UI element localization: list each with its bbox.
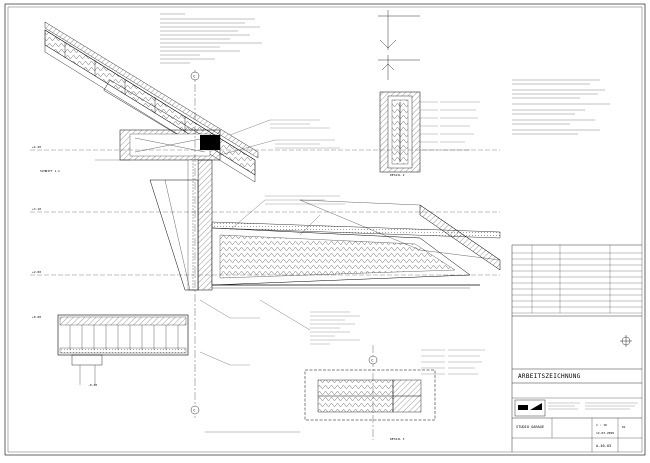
level-label-5: -0.20 [88,383,97,387]
level-label-1: +4.20 [32,145,41,149]
level-label-4: +0.00 [32,315,41,319]
level-label-3: +2.00 [32,270,41,274]
leader-lines [95,119,321,366]
axis-label-top: C [193,75,195,79]
level-label-2: +3.10 [32,207,41,211]
annotation-lines [230,119,360,366]
architect-logo [514,399,546,417]
drawing-number: A-40-03 [596,444,611,448]
date-value: 12.03.2009 [596,431,614,435]
vertical-wall [187,159,213,291]
drawing-title: ARBEITSZEICHNUNG [518,373,581,380]
wall-detail [379,91,480,173]
section-label-detail2: DETAIL 2 [390,173,405,177]
scale-value: 1 : 10 [596,423,607,427]
section-label-main: SCHNITT 1-1 [40,169,60,173]
roof-section [44,21,259,183]
revision-value: 01 [622,425,626,429]
axis-label-bottom: C [193,409,195,413]
level-lines [30,149,500,276]
notes-top-left [160,13,262,64]
foundation-detail [304,349,485,421]
axis-label-right: C [371,359,373,363]
notes-block [512,79,610,135]
sheet-border [4,3,646,456]
detail-sketch-top [378,10,420,80]
eave-detail [57,314,189,385]
project-name: STUDIO GARAGE [516,425,544,429]
section-label-detail3: DETAIL 3 [390,437,405,441]
lower-roof [149,179,501,291]
sheet-inner-border [7,6,643,453]
north-arrow-icon [620,335,632,347]
title-block: ARBEITSZEICHNUNG STUDIO GARAGE 1 : 10 12… [511,244,642,452]
